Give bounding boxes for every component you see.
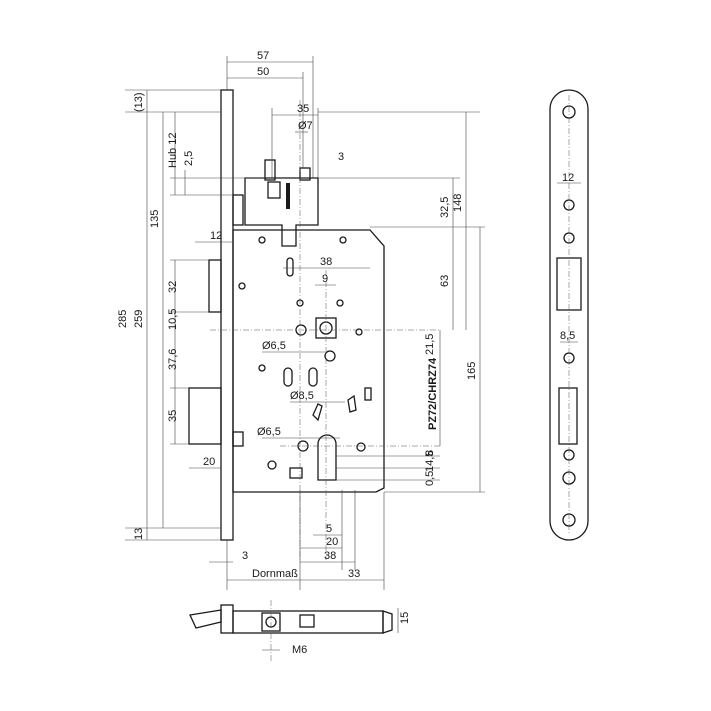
dim-32: 32 (167, 281, 179, 293)
dimension-lines (125, 56, 485, 590)
dim-dia7: Ø7 (298, 120, 313, 132)
dim-63: 63 (439, 275, 451, 287)
dim-8-5-face: 8,5 (560, 330, 575, 342)
dim-135: 135 (149, 210, 161, 228)
dim-12-left: 12 (210, 230, 222, 242)
center-lines (210, 100, 440, 560)
fixing-hole-bottom (267, 460, 277, 470)
rivet-2 (339, 236, 347, 244)
dim-57: 57 (257, 50, 269, 62)
side-block (299, 614, 315, 628)
cylinder-spec-label: PZ72/CHRZ74 (427, 357, 439, 430)
dim-13-bottom: 13 (133, 528, 145, 540)
fixing-hole-right (356, 442, 366, 452)
latch-housing (244, 177, 319, 247)
slot-3 (286, 257, 294, 277)
dim-3: 3 (338, 151, 344, 163)
side-case (232, 610, 384, 634)
dim-10-5: 10,5 (167, 309, 179, 330)
dim-37-6: 37,6 (167, 349, 179, 370)
rivet-4 (258, 364, 266, 372)
dim-33: 33 (348, 568, 360, 580)
dim-2-5: 2,5 (183, 151, 195, 166)
dim-dia8-5: Ø8,5 (290, 390, 314, 402)
rivet-1 (258, 236, 266, 244)
micro-switch (364, 387, 372, 401)
latch-block (267, 181, 281, 199)
dim-38-bottom: 38 (324, 550, 336, 562)
cylinder-hole (317, 434, 337, 481)
side-end (382, 610, 393, 634)
dim-8: 8 (424, 450, 436, 456)
dim-35-left: 35 (167, 410, 179, 422)
latch-guide (232, 194, 244, 226)
dim-13-top: (13) (133, 92, 145, 112)
fixing-hole-mid (324, 350, 336, 362)
latch-spring (286, 183, 290, 209)
lever-arm (312, 403, 323, 422)
faceplate-bolt-slot (558, 387, 578, 445)
dim-5: 5 (326, 523, 332, 535)
dim-dornmass: Dornmaß (252, 568, 298, 580)
lock-case (232, 229, 385, 493)
dim-14-5: 14,5 (424, 451, 436, 472)
dim-259: 259 (133, 310, 145, 328)
dim-148: 148 (452, 194, 464, 212)
dim-165: 165 (466, 362, 478, 380)
faceplate-outline (549, 89, 589, 541)
lock-body-front-view (188, 89, 385, 541)
side-latch (189, 609, 222, 629)
rivet-7 (238, 282, 246, 290)
dead-bolt (188, 387, 222, 445)
dim-9: 9 (322, 273, 328, 285)
faceplate-view (549, 89, 589, 541)
dim-hub: Hub 12 (167, 133, 179, 168)
dim-15: 15 (399, 612, 411, 624)
forend-plate (220, 89, 234, 541)
dimension-labels: 57 50 35 Ø7 3 Hub 12 2,5 (13) 135 285 25… (117, 50, 575, 656)
latch-pin (264, 159, 276, 181)
dim-32-5: 32,5 (439, 197, 451, 218)
dim-20-bottom: 20 (326, 536, 338, 548)
dim-dia6-5-a: Ø6,5 (262, 340, 286, 352)
latch-bolt (208, 259, 222, 313)
dim-12-face: 12 (562, 172, 574, 184)
catch (347, 394, 357, 413)
dim-38-top: 38 (320, 256, 332, 268)
bolt-guide (232, 431, 244, 447)
dim-50: 50 (257, 66, 269, 78)
slot-1 (283, 367, 293, 387)
lock-side-view (189, 600, 399, 662)
dim-0-5: 0,5 (424, 471, 436, 486)
slot-2 (308, 367, 318, 387)
rivet-3 (355, 328, 363, 336)
dim-35-top: 35 (297, 103, 309, 115)
dim-20-left: 20 (203, 456, 215, 468)
rivet-6 (336, 299, 344, 307)
dim-3-bottom: 3 (242, 550, 248, 562)
dim-285: 285 (117, 310, 129, 328)
side-forend (220, 604, 234, 634)
dim-21-5: 21,5 (424, 334, 436, 355)
dim-m6: M6 (292, 644, 307, 656)
dim-dia6-5-b: Ø6,5 (257, 426, 281, 438)
small-block (289, 467, 303, 479)
